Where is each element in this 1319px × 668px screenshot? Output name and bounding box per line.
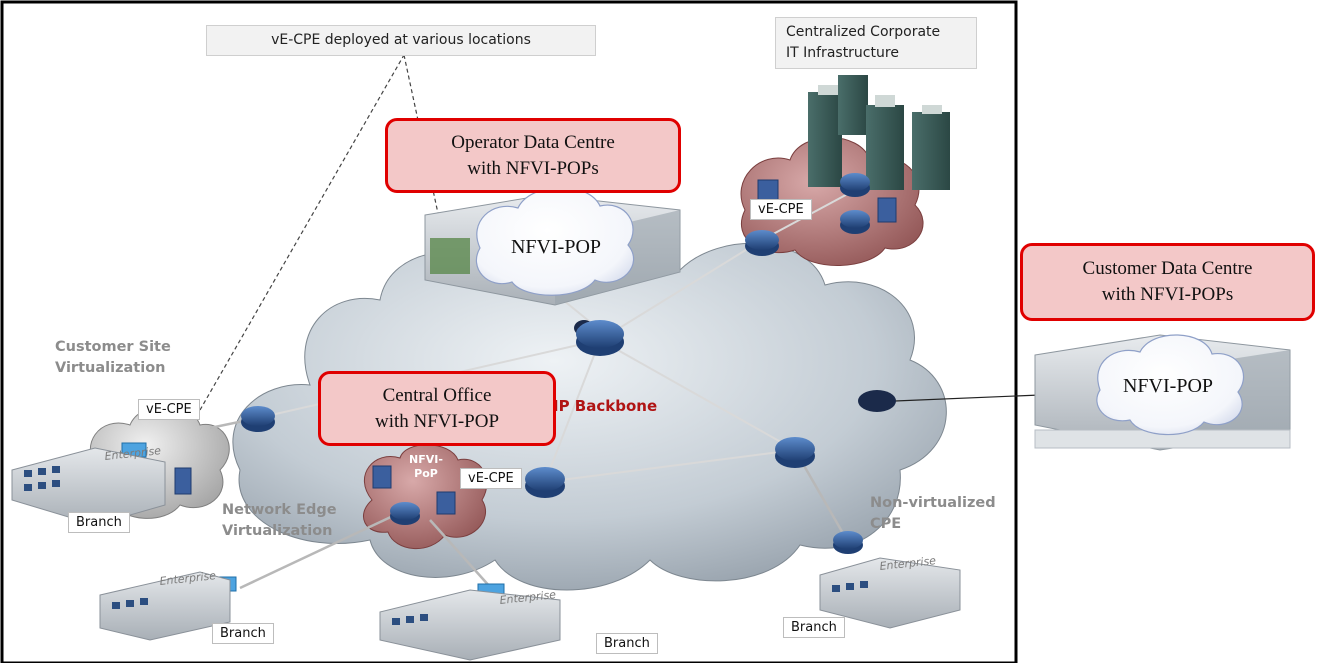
enterprise-sign: Enterprise — [104, 444, 162, 463]
central-office-red-cloud — [362, 444, 488, 549]
vecpe-deployment-note-text: vE-CPE deployed at various locations — [271, 32, 531, 48]
operator-dc-line1: Operator Data Centre — [451, 131, 615, 153]
branch-tag: Branch — [68, 512, 130, 533]
appliance-icons — [121, 179, 897, 599]
vecpe-tag-central-office: vE-CPE — [460, 468, 522, 489]
corporate-it-line1: Centralized Corporate — [786, 24, 941, 40]
enterprise-sign: Enterprise — [879, 554, 937, 573]
routers — [241, 173, 870, 554]
enterprise-sign: Enterprise — [499, 588, 557, 607]
central-office-callout: Central Office with NFVI-POP — [318, 371, 556, 446]
non-virtualized-line1: Non-virtualized — [870, 495, 996, 511]
vecpe-deployment-note: vE-CPE deployed at various locations — [206, 25, 596, 56]
customer-site-virtualization-label: Customer Site Virtualization — [55, 337, 171, 379]
corporate-it-towers — [808, 75, 950, 190]
nfvi-pop-small-line1: NFVI- — [409, 453, 443, 466]
nfvi-pop-small-line2: PoP — [414, 467, 438, 480]
non-virtualized-cpe-label: Non-virtualized CPE — [870, 493, 996, 535]
corporate-it-line2: IT Infrastructure — [786, 45, 899, 61]
network-edge-line1: Network Edge — [222, 502, 337, 518]
customer-nfvi-pop-label: NFVI-POP — [1123, 375, 1213, 397]
customer-datacentre-callout: Customer Data Centre with NFVI-POPs — [1020, 243, 1315, 321]
customer-dc-line2: with NFVI-POPs — [1101, 284, 1234, 305]
central-office-line1: Central Office — [382, 384, 492, 406]
operator-nfvi-cloud — [475, 186, 635, 296]
customer-dc-link — [894, 394, 1041, 402]
operator-nfvi-pop-label: NFVI-POP — [511, 236, 601, 258]
network-edge-line2: Virtualization — [222, 523, 333, 540]
customer-site-line1: Customer Site — [55, 339, 171, 355]
enterprise-buildings: Enterprise Enterprise Enterprise Enterpr… — [11, 444, 961, 661]
network-edge-virtualization-label: Network Edge Virtualization — [222, 500, 337, 542]
customer-nfvi-cloud — [1096, 334, 1244, 436]
branch-tag: Branch — [596, 633, 658, 654]
branch-tag: Branch — [783, 617, 845, 638]
vecpe-tag-corporate: vE-CPE — [750, 199, 812, 220]
operator-datacentre-callout: Operator Data Centre with NFVI-POPs — [385, 118, 681, 193]
customer-dc-node — [858, 390, 896, 412]
vecpe-tag-customer-site: vE-CPE — [138, 399, 200, 420]
ip-backbone-label: IP Backbone — [553, 397, 657, 415]
non-virtualized-line2: CPE — [870, 516, 902, 533]
customer-dc-line1: Customer Data Centre — [1082, 258, 1253, 280]
enterprise-sign: Enterprise — [159, 569, 217, 588]
corporate-it-label: Centralized Corporate IT Infrastructure — [775, 17, 977, 69]
customer-site-line2: Virtualization — [55, 360, 166, 377]
branch-tag: Branch — [212, 623, 274, 644]
operator-dc-line2: with NFVI-POPs — [467, 157, 599, 179]
central-office-line2: with NFVI-POP — [374, 410, 500, 432]
